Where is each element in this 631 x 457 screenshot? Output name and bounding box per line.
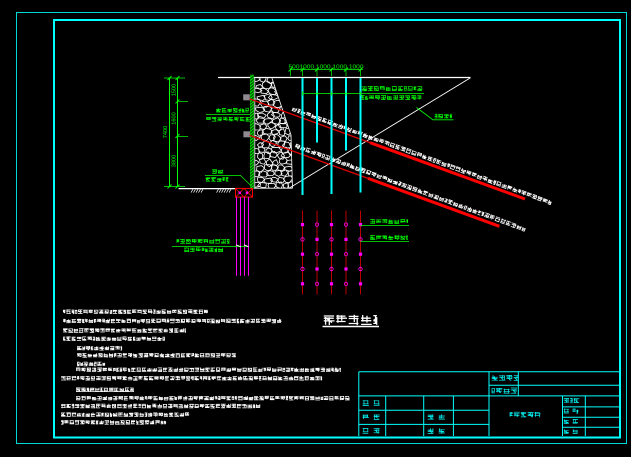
svg-text:5001000,1000,1000,1000: 5001000,1000,1000,1000	[289, 64, 364, 70]
svg-text:1500: 1500	[171, 84, 177, 96]
svg-text:3800: 3800	[171, 155, 177, 167]
svg-text:1600: 1600	[171, 112, 177, 124]
svg-text:7400: 7400	[163, 126, 169, 138]
